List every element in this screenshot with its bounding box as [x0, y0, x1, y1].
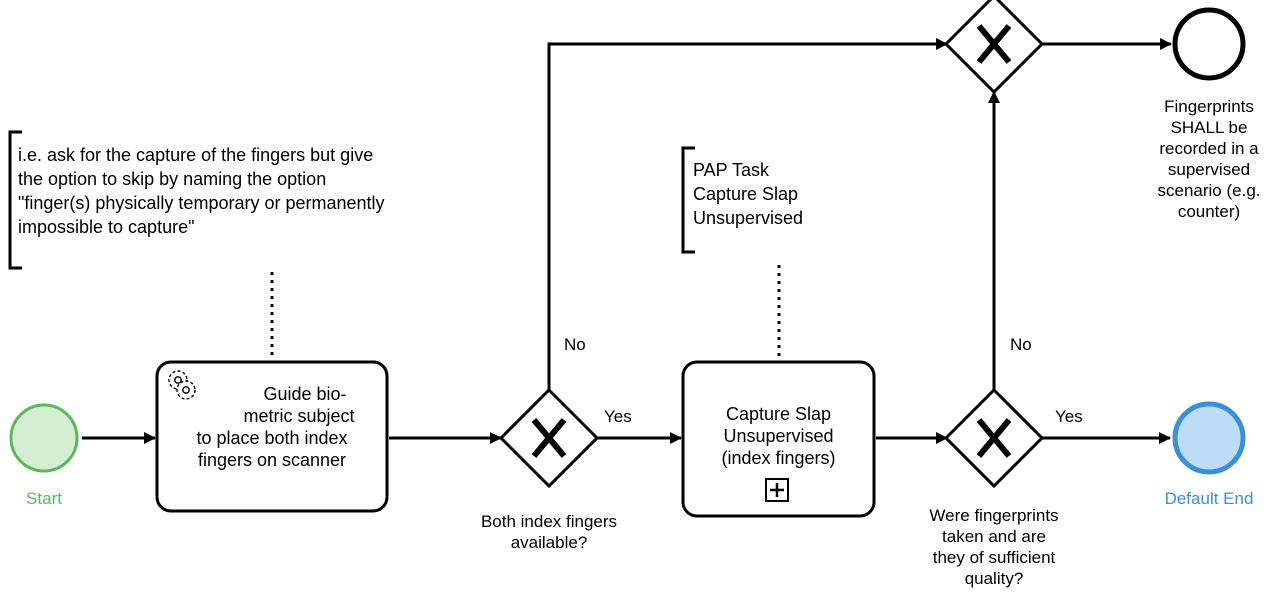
supervised-end-line: recorded in a — [1159, 139, 1259, 158]
flow-label-g1-no: No — [564, 335, 586, 354]
gateway-label-line: Both index fingers — [480, 512, 618, 531]
supervised-end-line: scenario (e.g. — [1157, 181, 1261, 200]
supervised-end-line: supervised — [1167, 160, 1251, 179]
task-guide-line: to place both index — [196, 428, 348, 448]
task-guide-subject[interactable] — [155, 360, 389, 513]
annotation-skip-line: the option to skip by naming the option — [18, 169, 327, 189]
flow-label-g2-yes: Yes — [1055, 407, 1083, 426]
gateway-label-line: quality? — [964, 569, 1024, 588]
exclusive-x-icon — [976, 24, 1012, 64]
annotation-pap-line: Unsupervised — [693, 208, 804, 228]
task-guide-label: Guide bio- metric subject — [195, 383, 395, 427]
gateway-quality-label: Were fingerprints taken and are they of … — [894, 505, 1094, 589]
gateway-both-fingers[interactable] — [498, 387, 600, 489]
subprocess-capture-line: Capture Slap — [725, 404, 832, 424]
exclusive-x-icon — [531, 418, 567, 458]
task-guide-label-lower: to place both index fingers on scanner — [157, 427, 387, 471]
start-event-label: Start — [26, 489, 62, 508]
annotation-skip-line: i.e. ask for the capture of the fingers … — [18, 145, 374, 165]
default-end-event[interactable] — [1172, 401, 1246, 475]
subprocess-plus-icon[interactable] — [765, 478, 789, 502]
annotation-pap-text: PAP Task Capture Slap Unsupervised — [693, 158, 803, 230]
gateway-merge[interactable] — [943, 0, 1045, 95]
flow-label-g2-no: No — [1010, 335, 1032, 354]
subprocess-capture-line: (index fingers) — [721, 448, 836, 468]
annotation-pap-bracket — [681, 146, 695, 254]
subprocess-capture-line: Unsupervised — [723, 426, 834, 446]
annotation-skip-text: i.e. ask for the capture of the fingers … — [18, 143, 385, 239]
flow-gateway1-no-to-merge[interactable] — [547, 38, 948, 390]
supervised-end-line: Fingerprints — [1164, 97, 1254, 116]
exclusive-x-icon — [976, 418, 1012, 458]
gateway-both-fingers-label: Both index fingers available? — [449, 511, 649, 553]
default-end-event-label: Default End — [1164, 489, 1254, 508]
gateway-label-line: available? — [510, 533, 588, 552]
start-event[interactable] — [9, 403, 79, 473]
gears-icon — [168, 370, 196, 400]
subprocess-capture-slap[interactable] — [681, 360, 876, 518]
supervised-end-event-label: Fingerprints SHALL be recorded in a supe… — [1134, 96, 1279, 222]
flow-label-g1-yes: Yes — [604, 407, 632, 426]
supervised-end-line: SHALL be — [1170, 118, 1248, 137]
supervised-end-event[interactable] — [1172, 7, 1246, 81]
task-guide-line: Guide bio- — [263, 384, 347, 404]
task-guide-line: fingers on scanner — [197, 450, 347, 470]
gateway-label-line: Were fingerprints — [929, 506, 1059, 525]
gateway-label-line: taken and are — [942, 527, 1046, 546]
annotation-pap-line: Capture Slap — [693, 184, 799, 204]
annotation-skip-line: impossible to capture" — [18, 217, 195, 237]
annotation-skip-bracket — [8, 130, 22, 270]
supervised-end-line: counter) — [1177, 202, 1241, 221]
annotation-pap-line: PAP Task — [693, 160, 770, 180]
gateway-quality-check[interactable] — [943, 387, 1045, 489]
gateway-label-line: they of sufficient — [932, 548, 1056, 567]
annotation-skip-line: "finger(s) physically temporary or perma… — [18, 193, 385, 213]
subprocess-capture-label: Capture Slap Unsupervised (index fingers… — [683, 403, 874, 469]
task-guide-line: metric subject — [243, 406, 355, 426]
